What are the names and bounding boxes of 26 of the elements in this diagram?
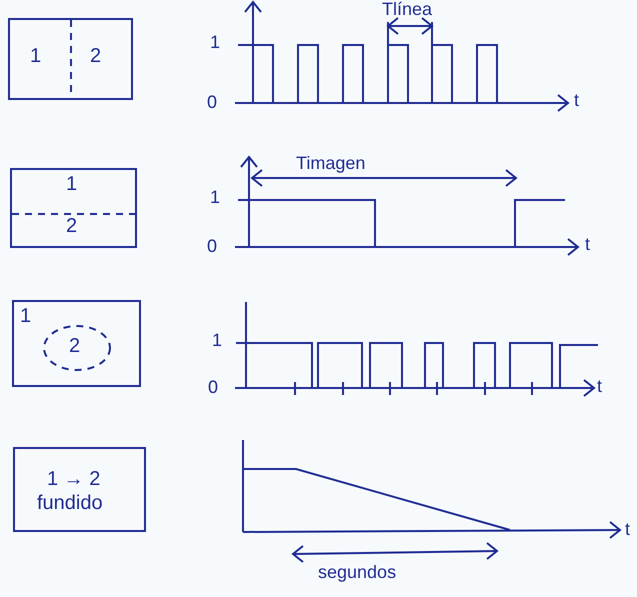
axis-label: Tlínea [382, 0, 432, 18]
axis-label: t [597, 377, 602, 395]
axis-label: 0 [208, 378, 218, 396]
axis-label: Timagen [296, 154, 366, 172]
axis-label: 0 [207, 237, 218, 255]
screen-box [12, 300, 141, 387]
box-label: 1 → 2 [47, 469, 100, 489]
box-label: 1 [66, 174, 78, 194]
axis-label: 1 [210, 188, 220, 206]
box-label: 2 [90, 46, 102, 66]
axis-label: t [574, 91, 580, 109]
dashed-ellipse [42, 324, 112, 372]
box-label: 2 [69, 336, 80, 356]
box-label: 1 [20, 306, 32, 326]
screen-box [13, 447, 146, 532]
box-label: 1 [30, 46, 42, 66]
box-label: 2 [66, 216, 78, 236]
axis-label: 1 [210, 33, 220, 51]
axis-label: t [585, 235, 590, 253]
box-label: fundido [37, 493, 103, 513]
screen-box [10, 168, 137, 248]
axis-label: t [625, 520, 630, 538]
axis-label: segundos [318, 563, 396, 581]
screen-box [8, 18, 133, 100]
axis-label: 1 [212, 331, 222, 349]
axis-label: 0 [207, 93, 218, 111]
